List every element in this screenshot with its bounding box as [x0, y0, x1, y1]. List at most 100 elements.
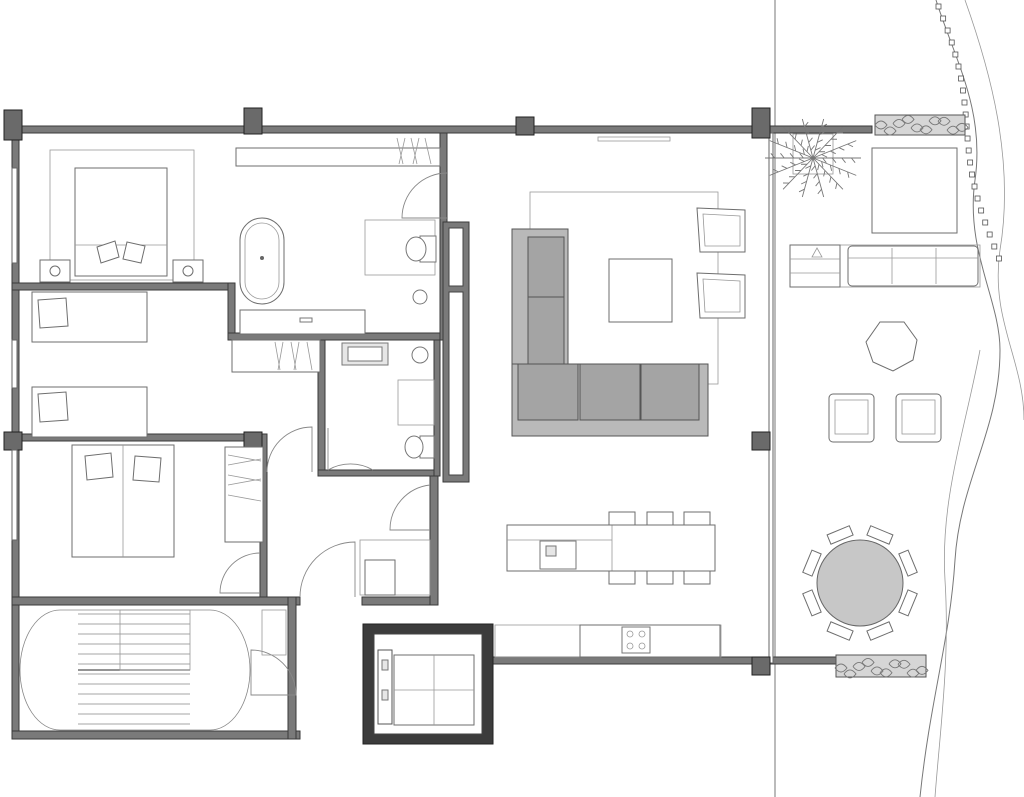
- leaf: [910, 123, 924, 133]
- fence-post: [955, 63, 962, 70]
- palm-leaflet: [835, 182, 838, 189]
- palm-frond: [812, 140, 857, 159]
- palm-leaflet: [790, 161, 796, 166]
- leaf: [852, 662, 866, 671]
- palm-frond: [812, 118, 825, 159]
- palm-leaflet: [811, 165, 816, 171]
- leaf: [874, 120, 888, 130]
- palm-frond: [812, 157, 825, 198]
- elevator: [362, 623, 494, 745]
- hall: [250, 484, 431, 696]
- palm-frond: [812, 157, 844, 190]
- palm-leaflet: [804, 121, 809, 128]
- column-icon: [751, 431, 771, 451]
- palm-leaflet: [822, 157, 827, 163]
- palm-leaflet: [803, 173, 809, 177]
- leaf: [870, 666, 884, 676]
- fence-post: [969, 171, 975, 178]
- fence-post: [935, 3, 942, 10]
- palm-frond: [801, 157, 814, 198]
- fence-post: [982, 219, 989, 226]
- fence-post: [940, 15, 947, 22]
- living-room: [511, 136, 746, 437]
- dining-chair-icon: [608, 570, 636, 585]
- fence-posts: [935, 3, 1002, 262]
- palm-leaflet: [841, 157, 846, 163]
- staircase: [19, 609, 251, 731]
- cooktop: [621, 626, 651, 654]
- bed-icon: [74, 167, 168, 277]
- leaf: [892, 119, 906, 128]
- kitchen: [494, 511, 722, 658]
- dining-chair-icon: [866, 525, 894, 545]
- kitchen-island: [506, 524, 716, 572]
- fence-post: [978, 207, 985, 214]
- column-icon: [3, 109, 23, 141]
- sofa-icon: [847, 245, 979, 287]
- outdoor-bench-area: [871, 147, 958, 234]
- fence-post: [952, 51, 959, 58]
- fence-post: [996, 255, 1002, 262]
- dining-chair-icon: [898, 589, 918, 617]
- dining-chair-icon: [608, 511, 636, 526]
- dining-chair-icon: [866, 621, 894, 641]
- palm-leaflet: [806, 129, 811, 135]
- leaf: [897, 659, 911, 669]
- column-icon: [515, 116, 535, 136]
- palm-leaflet: [798, 188, 805, 193]
- master-bedroom: [11, 149, 204, 283]
- palm-leaflet: [817, 188, 822, 195]
- palm-leaflet: [780, 153, 785, 159]
- bathroom-2: [327, 342, 435, 471]
- fence-post: [960, 87, 966, 94]
- palm-leaflet: [793, 145, 797, 152]
- fence-post: [964, 135, 971, 142]
- bathtub-icon: [239, 217, 285, 305]
- palm-leaflet: [785, 141, 788, 148]
- wardrobe-hangers: [396, 137, 432, 165]
- fence-post: [948, 39, 955, 46]
- planters: [765, 114, 969, 679]
- palm-leaflet: [838, 168, 841, 175]
- palm-leaflet: [847, 171, 850, 178]
- round-table-icon: [816, 539, 904, 627]
- palm-leaflet: [851, 157, 856, 163]
- palm-leaflet: [798, 158, 805, 162]
- leaf: [883, 126, 897, 136]
- palm-leaflet: [819, 131, 826, 136]
- palm-leaflet: [789, 153, 795, 159]
- dining-chair-icon: [898, 549, 918, 577]
- palm-leaflet: [810, 145, 815, 151]
- palm-leaflet: [847, 143, 854, 148]
- planter-box: [792, 133, 834, 175]
- palm-leaflet: [817, 164, 820, 171]
- palm-leaflet: [821, 161, 824, 168]
- leaf: [879, 668, 893, 678]
- column-icon: [243, 107, 263, 135]
- fence-post: [971, 183, 978, 190]
- palm-leaflet: [821, 154, 828, 158]
- fence-post: [986, 231, 993, 238]
- palm-leaflet: [770, 153, 775, 159]
- leaf: [901, 115, 915, 124]
- dining-chair-icon: [826, 525, 854, 545]
- bedroom-3: [11, 426, 313, 594]
- leaf: [834, 663, 848, 673]
- palm-frond: [782, 157, 814, 190]
- armchair-icon: [828, 393, 875, 443]
- palm-frond: [812, 157, 857, 176]
- dining-chair-icon: [683, 511, 711, 526]
- fence-post: [965, 147, 972, 154]
- palm-leaflet: [813, 173, 818, 179]
- column-icon: [751, 107, 771, 139]
- dining-chair-icon: [683, 570, 711, 585]
- palm-leaflet: [815, 181, 820, 187]
- fence-post: [991, 243, 998, 250]
- leaf: [937, 116, 951, 126]
- leaf: [843, 669, 857, 679]
- side-table-octagon: [865, 321, 918, 372]
- palm-leaflet: [788, 127, 791, 134]
- fence-post: [974, 195, 981, 202]
- palm-frond: [812, 126, 844, 159]
